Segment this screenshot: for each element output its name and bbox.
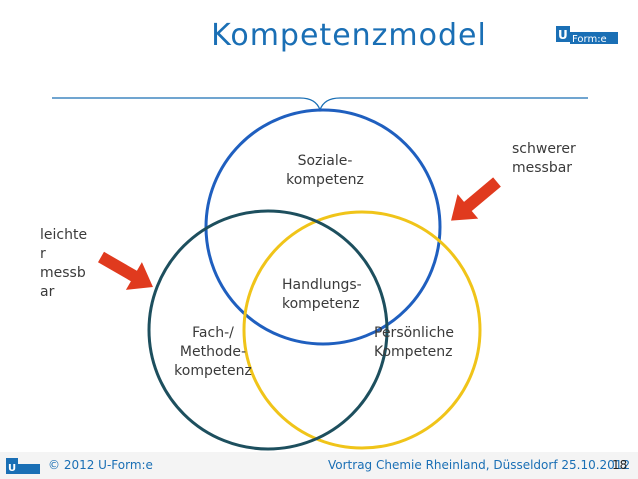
footer-event: Vortrag Chemie Rheinland, Düsseldorf 25.… [328, 458, 631, 472]
label-line: Methode- [179, 344, 247, 360]
label-line: Kompetenz [374, 344, 453, 360]
note-line: messbar [512, 160, 573, 176]
label-persoenliche-kompetenz: Persönliche Kompetenz [374, 324, 474, 362]
footer-logo: U [6, 458, 40, 474]
footer-copyright: © 2012 U-Form:e [48, 458, 153, 472]
slide-title: Kompetenzmodel [211, 18, 487, 53]
arrow-left-icon [98, 251, 153, 290]
note-leichter-messbar: leichte r messb ar [40, 226, 96, 302]
note-line: schwerer [512, 141, 576, 157]
label-line: Persönliche [374, 325, 455, 341]
label-line: Soziale- [297, 153, 353, 169]
note-schwerer-messbar: schwerer messbar [512, 140, 576, 178]
label-line: Fach-/ [192, 325, 234, 341]
label-line: kompetenz [286, 172, 364, 188]
note-line: r [40, 246, 46, 262]
note-line: ar [40, 284, 55, 300]
label-soziale-kompetenz: Soziale- kompetenz [280, 152, 370, 190]
footer-logo-letter: U [8, 463, 16, 474]
label-handlungs-kompetenz: Handlungs- kompetenz [282, 276, 382, 314]
label-line: Handlungs- [282, 277, 362, 293]
label-line: kompetenz [282, 296, 360, 312]
circle-persoenliche-kompetenz [242, 210, 482, 450]
logo-letter: U [558, 28, 568, 42]
note-line: leichte [40, 227, 88, 243]
arrow-right-icon [451, 177, 501, 221]
logo-text: Form:e [572, 34, 607, 45]
uforme-logo: U Form:e [556, 18, 618, 46]
label-fach-methodekompetenz: Fach-/ Methode- kompetenz [168, 324, 258, 381]
footer-bar [0, 452, 638, 479]
note-line: messb [40, 265, 86, 281]
label-line: kompetenz [174, 363, 252, 379]
circle-fach-methodekompetenz [147, 209, 389, 451]
page-number: 18 [612, 458, 628, 472]
